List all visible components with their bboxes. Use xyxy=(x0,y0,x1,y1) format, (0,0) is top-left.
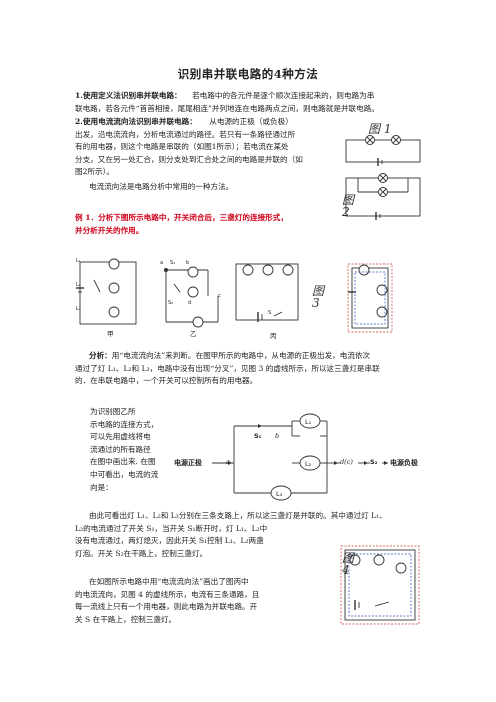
section-2-line-3: 分支，又在另一处汇合，则分支处到汇合处之间的电路是并联的（如 xyxy=(75,154,303,164)
yi-label-c: c xyxy=(218,293,221,299)
flow-L2: L₂ xyxy=(305,460,312,468)
section-1-heading: 1.使用定义法识别串并联电路： xyxy=(75,91,182,100)
yi-label-b: b xyxy=(186,260,190,266)
figure-1-label: 图 1 xyxy=(368,122,392,136)
flow-S1: S₁ xyxy=(254,432,262,440)
jia-label-L1: L₁ xyxy=(76,258,81,264)
figure-4-label: 图 4 xyxy=(342,551,355,577)
section-1-line2: 联电路，若各元件“首首相接，尾尾相连”并列地连在电路两点之间，则电路就是并联电路… xyxy=(75,103,379,113)
label-bing: 丙 xyxy=(270,332,277,340)
yi-line-7: 向是： xyxy=(90,482,113,492)
yi-line-4: 流通过的所有路径 xyxy=(90,444,151,454)
conclusion-line-3: 没有电流通过，两灯熄灭，因此开关 S₁控制 L₁、L₂两盏 xyxy=(75,536,264,546)
analysis: 分析：用“电流流向法”来判断。在图甲所示的电路中，从电源的正极出发，电流依次 通… xyxy=(75,350,425,388)
section-2-line-1: 出发，沿电流流向，分析电流通过的路径。若只有一条路径通过所 xyxy=(75,129,296,139)
example-1-line2: 并分析开关的作用。 xyxy=(75,225,144,235)
current-flow-diagram xyxy=(212,413,388,501)
flow-S2: S₂ xyxy=(370,458,378,466)
section-2-heading-tail: 从电源的正极（或负极） xyxy=(209,117,293,126)
flow-b: b xyxy=(275,432,280,440)
yi-label-d: d xyxy=(188,300,192,306)
yi-label-a: a xyxy=(160,260,164,266)
section-2-heading: 2.使用电流流向法识别串并联电路： xyxy=(75,117,197,126)
example-1: 例 1．分析下图所示电路中，开关闭合后，三盏灯的连接形式， 并分析开关的作用。 xyxy=(75,212,345,237)
flow-positive: 电源正极 xyxy=(174,459,202,467)
yi-analysis: 为识别图乙所 示电路的连接方式， 可以先用虚线将电 流通过的所有路径 在图中画出… xyxy=(90,406,170,494)
label-jia: 甲 xyxy=(107,330,114,338)
bing-line-2: 的电流流向，见图 4 的虚线所示，电流有三条通路，且 xyxy=(75,589,260,599)
flow-L1: L₁ xyxy=(305,418,312,426)
flow-dc: d(c) xyxy=(340,458,353,466)
section-2: 2.使用电流流向法识别串并联电路： 从电源的正极（或负极） 出发，沿电流流向，分… xyxy=(75,116,337,194)
analysis-lead: 分析： xyxy=(89,351,112,360)
figure-4 xyxy=(340,545,420,625)
page-title: 识别串并联电路的4种方法 xyxy=(177,67,319,81)
bing-line-4: 关 S 在干路上，控制三盏灯。 xyxy=(75,614,177,624)
section-2-line-4: 图2所示）。 xyxy=(75,167,114,177)
label-yi: 乙 xyxy=(190,330,197,338)
analysis-line-3: 的．在串联电路中，一个开关可以控制所有的用电器。 xyxy=(75,376,258,386)
conclusion-line-2: L₂的电流通过了开关 S₁，当开关 S₁断开时，灯 L₁、L₂中 xyxy=(75,523,268,533)
conclusion: 由此可看出灯 L₁、L₂和 L₃分别在三条支路上，所以这三盏灯是并联的。其中通过… xyxy=(75,510,425,560)
yi-line-1: 为识别图乙所 xyxy=(90,407,136,416)
jia-label-L2: L₂ xyxy=(76,282,81,288)
figure-3-label: 图 3 xyxy=(312,284,325,310)
figure-1-2 xyxy=(345,135,421,220)
yi-line-5: 在图中画出来. 在图 xyxy=(90,457,156,467)
jia-label-L3: L₃ xyxy=(76,306,81,312)
conclusion-line-4: 灯泡。开关 S₂在干路上，控制三盏灯。 xyxy=(75,548,208,558)
example-1-line1: 例 1．分析下图所示电路中，开关闭合后，三盏灯的连接形式， xyxy=(75,213,288,222)
circuit-diagrams xyxy=(76,258,393,333)
yi-label-S1: S₁ xyxy=(170,260,176,266)
bing-line-3: 每一流线上只有一个用电器，则此电路为并联电路。开 xyxy=(75,602,258,612)
flow-a: a xyxy=(226,458,230,466)
flow-L3: L₃ xyxy=(276,490,283,498)
section-1-line1: 若电路中的各元件是逐个顺次连接起来的，则电路为串 xyxy=(192,91,375,100)
analysis-line-2: 通过了灯 L₁、L₂和 L₃，电路中没有出现“分叉”，见图 3 的虚线所示，所以… xyxy=(75,363,380,373)
bing-line-1: 在如图所示电路中用“电流流向法”画出了图丙中 xyxy=(89,577,249,586)
section-2-summary: 电流流向法是电路分析中常用的一种方法。 xyxy=(89,181,234,191)
flow-negative: 电源负极 xyxy=(390,459,418,467)
yi-line-6: 中可看出，电流的流 xyxy=(90,469,159,479)
bing-label-S: S xyxy=(268,310,272,316)
section-1: 1.使用定义法识别串并联电路： 若电路中的各元件是逐个顺次连接起来的，则电路为串… xyxy=(75,90,425,115)
figure-2-label: 图 2 xyxy=(342,193,355,219)
yi-line-3: 可以先用虚线将电 xyxy=(90,432,151,442)
conclusion-line-1: 由此可看出灯 L₁、L₂和 L₃分别在三条支路上，所以这三盏灯是并联的。其中通过… xyxy=(89,511,387,520)
bing-analysis: 在如图所示电路中用“电流流向法”画出了图丙中 的电流流向，见图 4 的虚线所示，… xyxy=(75,576,313,626)
yi-label-S2: S₂ xyxy=(168,300,174,306)
analysis-line-1: 用“电流流向法”来判断。在图甲所示的电路中，从电源的正极出发，电流依次 xyxy=(111,351,371,360)
section-2-line-2: 有的用电器，则这个电路是串联的（如图1所示）；若电流在某处 xyxy=(75,142,289,152)
yi-line-2: 示电路的连接方式， xyxy=(90,419,159,429)
